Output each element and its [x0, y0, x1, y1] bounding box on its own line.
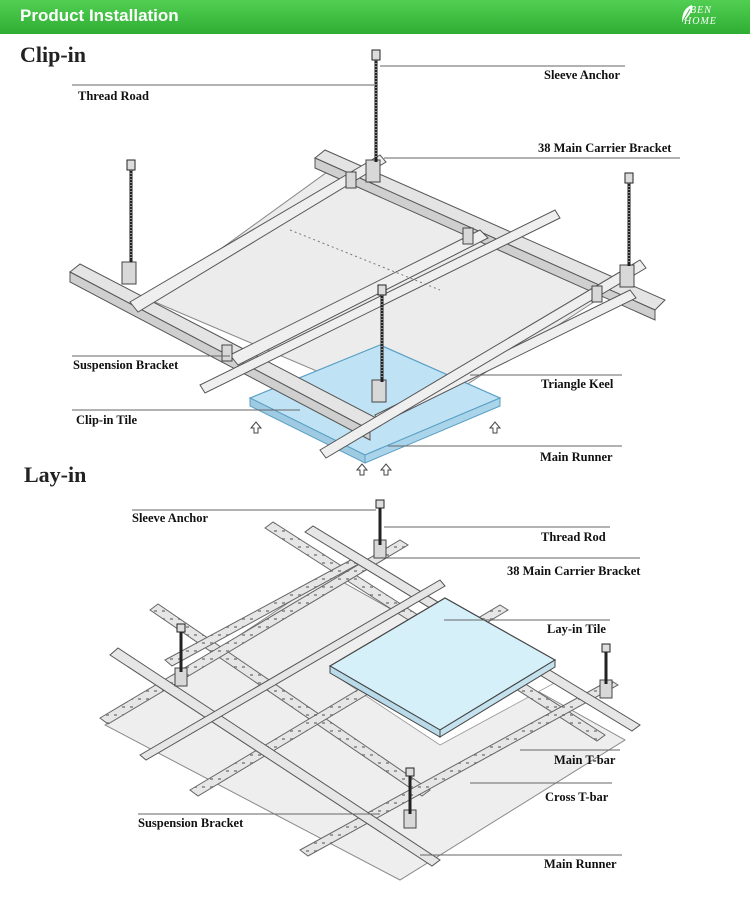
- header-bar: Product Installation BEN HOME: [0, 0, 750, 34]
- label-lay-in-tile: Lay-in Tile: [547, 622, 606, 636]
- label-main-carrier-bracket-lay: 38 Main Carrier Bracket: [507, 564, 641, 578]
- lay-in-main-runner-1: [109, 647, 441, 867]
- label-sleeve-anchor-lay: Sleeve Anchor: [132, 511, 209, 525]
- label-main-carrier-bracket-clip: 38 Main Carrier Bracket: [538, 141, 672, 155]
- cross-t-bar-3: [299, 679, 619, 857]
- label-thread-rod: Thread Rod: [541, 530, 606, 544]
- leaf-icon: [682, 5, 692, 22]
- label-clip-in-tile: Clip-in Tile: [76, 413, 138, 427]
- main-runner: [319, 259, 647, 459]
- label-main-t-bar: Main T-bar: [554, 753, 616, 767]
- triangle-keel-3: [199, 209, 561, 394]
- clip-in-diagram: [69, 49, 680, 476]
- brand-logo: BEN HOME: [680, 2, 726, 32]
- label-main-runner-lay: Main Runner: [544, 857, 617, 871]
- lay-in-ceiling-panels: [104, 574, 626, 881]
- logo-text-bottom: HOME: [684, 16, 717, 27]
- label-cross-t-bar: Cross T-bar: [545, 790, 609, 804]
- triangle-keel-2: [229, 229, 489, 366]
- label-thread-road: Thread Road: [78, 89, 149, 103]
- triangle-keel-1: [129, 154, 387, 313]
- label-suspension-bracket-lay: Suspension Bracket: [138, 816, 244, 830]
- lay-in-leader-lines: [132, 509, 640, 856]
- label-triangle-keel: Triangle Keel: [541, 377, 614, 391]
- lay-in-title: Lay-in: [24, 462, 87, 487]
- clip-in-title: Clip-in: [20, 42, 87, 67]
- label-suspension-bracket-clip: Suspension Bracket: [73, 358, 179, 372]
- logo-text-top: BEN: [690, 5, 712, 16]
- page-title: Product Installation: [20, 6, 179, 25]
- label-sleeve-anchor-clip: Sleeve Anchor: [544, 68, 621, 82]
- lay-in-diagram: [99, 499, 641, 881]
- label-main-runner-clip: Main Runner: [540, 450, 613, 464]
- arrow-up-icons: [249, 421, 502, 476]
- clip-in-leader-lines: [72, 65, 680, 447]
